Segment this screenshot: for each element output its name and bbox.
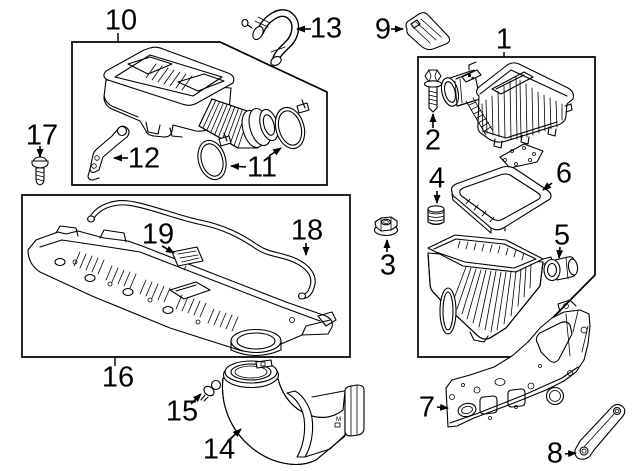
callout-8: 8: [546, 437, 564, 470]
part-3-flange-nut: [373, 216, 399, 237]
callout-10: 10: [104, 4, 138, 37]
part-19-label: [171, 246, 204, 271]
box-1-outline: [417, 56, 596, 358]
part-5-grommet: [543, 256, 579, 282]
callout-18: 18: [290, 214, 324, 247]
callout-15: 15: [165, 395, 199, 428]
leader-arrows: [36, 25, 577, 458]
part-2-bolt: [423, 69, 443, 113]
part-7-bracket-panel: [445, 299, 591, 428]
callout-3: 3: [379, 249, 397, 282]
callout-11: 11: [246, 151, 278, 184]
part-16-air-baffle: [27, 225, 337, 357]
part-6-air-filter: [450, 165, 552, 234]
callout-5: 5: [553, 219, 571, 252]
part-11-hose-clamps: [197, 99, 310, 181]
box-16-outline: [21, 194, 351, 358]
callout-14: 14: [202, 433, 236, 466]
callout-4: 4: [428, 162, 446, 195]
part-18-hose: [87, 200, 316, 300]
part-17-screw: [31, 156, 49, 186]
box-10-outline: [71, 41, 328, 186]
part-14-outlet-duct: M: [221, 359, 365, 465]
callout-19: 19: [141, 218, 175, 251]
part-12-bracket: [87, 125, 130, 181]
part-10-resonator-duct-assembly: [103, 46, 279, 149]
duct-marking-text: M: [336, 417, 341, 423]
callout-17: 17: [25, 119, 59, 152]
part-8-brace-rod: [574, 403, 626, 460]
part-4-grommet: [427, 205, 445, 226]
part-9-bracket: [405, 12, 451, 51]
callout-16: 16: [101, 361, 135, 394]
callout-13: 13: [309, 12, 343, 45]
part-13-vent-hose: [241, 9, 300, 66]
part-15-retainer-pin: [200, 379, 222, 402]
part-1-lower-housing: [427, 234, 553, 343]
callout-12: 12: [127, 142, 161, 175]
callout-6: 6: [555, 157, 573, 190]
callout-9: 9: [374, 13, 392, 46]
callout-1: 1: [495, 23, 513, 56]
callout-2: 2: [424, 124, 442, 157]
part-1-upper-housing: [440, 61, 574, 169]
callout-7: 7: [418, 391, 436, 424]
